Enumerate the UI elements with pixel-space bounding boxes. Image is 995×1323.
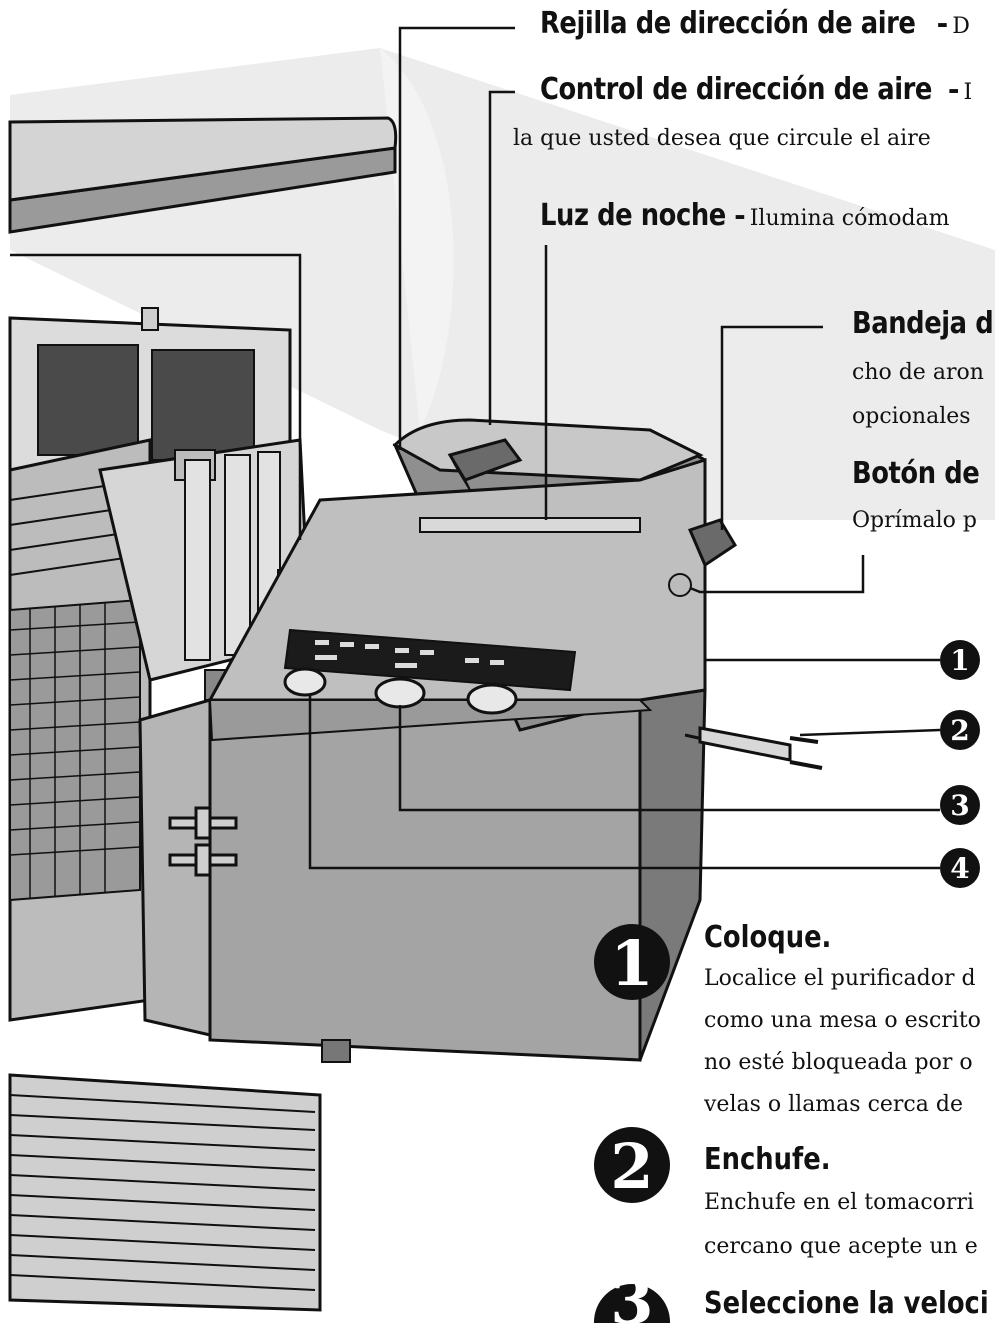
marker-1-icon: 1 [940,640,980,680]
step-3-title: Seleccione la veloci [704,1286,989,1321]
callout-boton-title: Botón de [852,456,980,491]
power-cord-plug [684,726,823,770]
marker-2-icon: 2 [940,710,980,750]
step-1-line-1: Localice el purificador d [704,966,976,991]
ionic-grid [8,438,152,1022]
step-2-badge-icon: 2 [594,1127,670,1203]
step-2-line-2: cercano que acepte un e [704,1234,978,1259]
marker-4-icon: 4 [940,848,980,888]
callout-boton: Botón de [852,456,995,498]
power-button [283,667,327,697]
callout-boton-line2: Oprímalo p [852,508,978,533]
top-cover-panel [8,116,398,234]
svg-text:1: 1 [610,927,653,1000]
callout-bandeja-title: Bandeja d [852,306,994,341]
callout-control-line2: la que usted desea que circule el aire [513,126,931,151]
svg-text:4: 4 [950,852,969,885]
callout-bandeja: Bandeja d [852,306,995,348]
callout-control-title: Control de dirección de aire [540,72,933,107]
step-1-line-4: velas o llamas cerca de [704,1092,963,1117]
main-housing [138,418,738,1063]
front-grille-panel [8,1073,322,1312]
marker-3-icon: 3 [940,785,980,825]
callout-luz: Luz de noche- Ilumina cómodam [540,198,950,233]
svg-text:1: 1 [950,644,969,677]
callout-rejilla: Rejilla de dirección de aire- D [540,6,970,41]
svg-text:2: 2 [950,714,969,747]
side-button [668,573,692,597]
step-1-badge-icon: 1 [594,924,670,1000]
callout-control: Control de dirección de aire- I [540,72,973,107]
callout-bandeja-line2: cho de aron [852,360,984,385]
step-2-title: Enchufe. [704,1142,831,1177]
callout-rejilla-title: Rejilla de dirección de aire [540,6,916,41]
step-1-line-2: como una mesa o escrito [704,1008,981,1033]
timer-button [466,683,518,715]
step-1-title: Coloque. [704,920,832,955]
step-2-line-1: Enchufe en el tomacorri [704,1190,974,1215]
callout-luz-title: Luz de noche [540,198,726,233]
svg-text:3: 3 [610,1265,653,1323]
svg-text:2: 2 [610,1130,653,1203]
step-1-line-3: no esté bloqueada por o [704,1050,973,1075]
step-3-badge-icon: 3 [594,1265,670,1323]
speed-button [374,677,426,709]
svg-text:3: 3 [950,789,969,822]
callout-bandeja-line3: opcionales [852,404,971,429]
